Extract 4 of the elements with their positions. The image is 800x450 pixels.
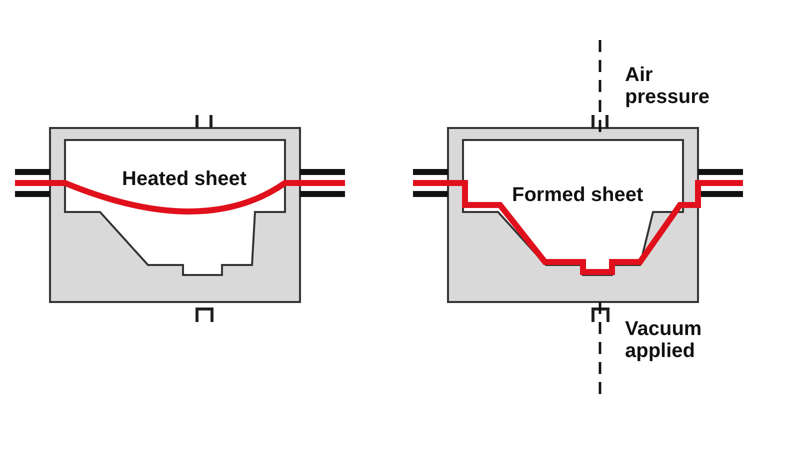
process-label: Air pressure xyxy=(625,64,710,108)
process-label: Vacuum applied xyxy=(625,318,703,362)
sheet-label: Heated sheet xyxy=(122,168,248,190)
sheet-label: Formed sheet xyxy=(512,184,644,206)
